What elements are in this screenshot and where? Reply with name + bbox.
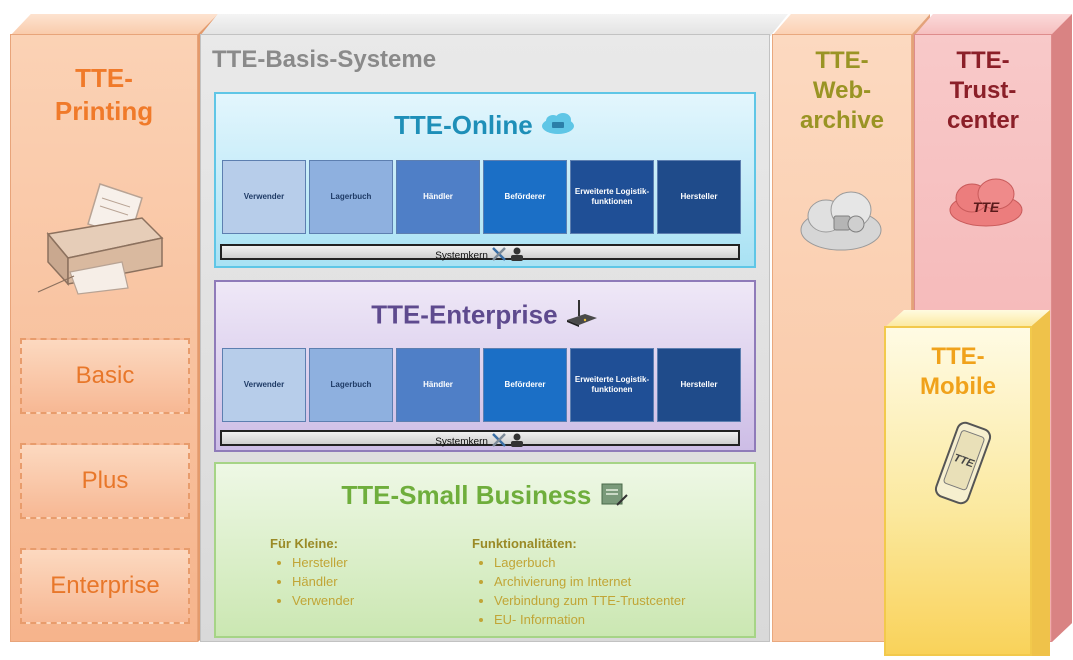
module-befoerderer: Beförderer	[483, 348, 567, 422]
tools-icon	[491, 432, 525, 452]
online-modules: Verwender Lagerbuch Händler Beförderer E…	[222, 160, 741, 234]
mobile-box-side	[1032, 310, 1050, 656]
online-title: TTE-Online	[394, 110, 533, 140]
printer-icon	[30, 176, 180, 296]
module-hersteller: Hersteller	[657, 348, 741, 422]
module-verwender: Verwender	[222, 348, 306, 422]
list-item: EU- Information	[494, 610, 685, 629]
small-business-right-header: Funktionalitäten:	[472, 536, 577, 551]
small-business-left-header: Für Kleine:	[270, 536, 338, 551]
small-business-left-list: Hersteller Händler Verwender	[270, 553, 354, 610]
systemkern-label: Systemkern	[435, 250, 488, 262]
enterprise-modules: Verwender Lagerbuch Händler Beförderer E…	[222, 348, 741, 422]
enterprise-panel: TTE-Enterprise Verwender Lagerbuch Händl…	[214, 280, 756, 452]
enterprise-title: TTE-Enterprise	[371, 299, 558, 330]
webarchive-column-top	[772, 14, 930, 36]
tier-plus: Plus	[20, 443, 190, 519]
webarchive-title: TTE- Web- archive	[799, 47, 885, 134]
small-business-right-column: Funktionalitäten: Lagerbuch Archivierung…	[472, 534, 685, 629]
mobile-title: TTE- Mobile	[920, 343, 996, 400]
online-panel: TTE-Online Verwender Lagerbuch Händler B…	[214, 92, 756, 268]
small-business-right-list: Lagerbuch Archivierung im Internet Verbi…	[472, 553, 685, 629]
module-verwender: Verwender	[222, 160, 306, 234]
module-haendler: Händler	[396, 160, 480, 234]
mobile-box-top	[884, 310, 1050, 328]
module-logistik: Erweiterte Logistik-funktionen	[570, 348, 654, 422]
printing-column-top	[10, 14, 218, 36]
trustcenter-column-top	[914, 14, 1072, 36]
list-item: Archivierung im Internet	[494, 572, 685, 591]
list-item: Verbindung zum TTE-Trustcenter	[494, 591, 685, 610]
printing-title: TTE- Printing	[54, 63, 154, 126]
systemkern-bar: Systemkern	[220, 244, 740, 262]
list-item: Hersteller	[292, 553, 354, 572]
basis-title: TTE-Basis-Systeme	[212, 46, 437, 73]
basis-column-top	[200, 14, 788, 36]
trustcenter-column-side	[1052, 14, 1072, 642]
module-logistik: Erweiterte Logistik-funktionen	[570, 160, 654, 234]
online-cloud-icon	[540, 112, 576, 143]
list-item: Lagerbuch	[494, 553, 685, 572]
enterprise-title-row: TTE-Enterprise	[216, 298, 754, 335]
module-hersteller: Hersteller	[657, 160, 741, 234]
module-lagerbuch: Lagerbuch	[309, 348, 393, 422]
list-item: Verwender	[292, 591, 354, 610]
small-business-left-column: Für Kleine: Hersteller Händler Verwender	[270, 534, 354, 610]
small-business-title: TTE-Small Business	[341, 480, 592, 510]
module-lagerbuch: Lagerbuch	[309, 160, 393, 234]
module-befoerderer: Beförderer	[483, 160, 567, 234]
tools-icon	[491, 246, 525, 266]
systemkern-bar: Systemkern	[220, 430, 740, 448]
online-title-row: TTE-Online	[216, 110, 754, 143]
trustcenter-title: TTE- Trust- center	[946, 47, 1020, 134]
small-business-panel: TTE-Small Business Für Kleine: Herstelle…	[214, 462, 756, 638]
list-item: Händler	[292, 572, 354, 591]
tte-cloud-icon: TTE	[946, 176, 1026, 230]
archive-cloud-icon	[796, 186, 886, 256]
systemkern-label: Systemkern	[435, 436, 488, 448]
notepad-icon	[599, 481, 629, 514]
small-business-title-row: TTE-Small Business	[216, 480, 754, 514]
router-icon	[565, 298, 599, 335]
tier-basic: Basic	[20, 338, 190, 414]
module-haendler: Händler	[396, 348, 480, 422]
tier-enterprise: Enterprise	[20, 548, 190, 624]
phone-icon: TTE	[928, 418, 998, 508]
trustcenter-logo-text: TTE	[973, 199, 1000, 215]
